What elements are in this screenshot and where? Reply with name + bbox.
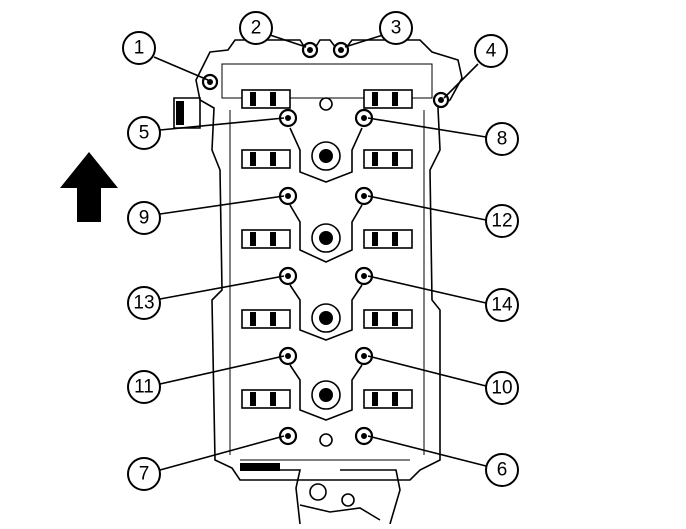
bolt-1-marker [201,73,219,91]
callout-12: 12 [485,204,519,238]
callout-2-label: 2 [251,18,262,39]
cylinder-head-outline [173,39,463,525]
leader-lines [153,34,487,471]
cap-row-2 [241,149,413,169]
boss-1 [289,127,363,183]
bolt-7-marker [278,426,298,446]
callout-12-label: 12 [491,211,512,232]
callout-10: 10 [485,371,519,405]
callout-2: 2 [239,11,273,45]
callout-14-label: 14 [491,295,513,316]
bolt-11-marker [278,346,298,366]
bolt-2-marker [301,41,319,59]
callout-3: 3 [379,11,413,45]
spark-plug-bosses [289,97,363,447]
callouts: 1 2 3 4 5 8 9 12 13 14 11 10 7 6 [122,11,519,491]
up-arrow-icon [60,152,118,222]
callout-11-label: 11 [134,377,154,398]
callout-5-label: 5 [139,123,150,144]
boss-2 [289,204,363,263]
boss-3 [289,284,363,341]
bolt-3-marker [332,41,350,59]
callout-14: 14 [485,288,519,322]
callout-6: 6 [485,453,519,487]
callout-10-label: 10 [491,378,512,399]
callout-11: 11 [127,370,161,404]
callout-1: 1 [122,31,156,65]
callout-1-label: 1 [134,38,145,59]
cap-row-5 [241,389,413,409]
bolt-13-marker [278,266,298,286]
callout-7-label: 7 [139,464,150,485]
callout-7: 7 [127,457,161,491]
callout-8-label: 8 [497,129,508,150]
callout-5: 5 [127,116,161,150]
callout-3-label: 3 [391,18,402,39]
boss-4 [289,364,363,421]
callout-13-label: 13 [133,293,154,314]
bolt-14-marker [354,266,374,286]
callout-6-label: 6 [497,460,508,481]
callout-9: 9 [127,201,161,235]
callout-13: 13 [127,286,161,320]
cap-row-3 [241,229,413,249]
callout-4: 4 [474,34,508,68]
callout-9-label: 9 [139,208,150,229]
cap-row-4 [241,309,413,329]
callout-8: 8 [485,122,519,156]
callout-4-label: 4 [486,41,497,62]
camshaft-caps [241,89,413,409]
bolt-6-marker [354,426,374,446]
cap-row-1 [241,89,413,109]
bolt-10-marker [354,346,374,366]
